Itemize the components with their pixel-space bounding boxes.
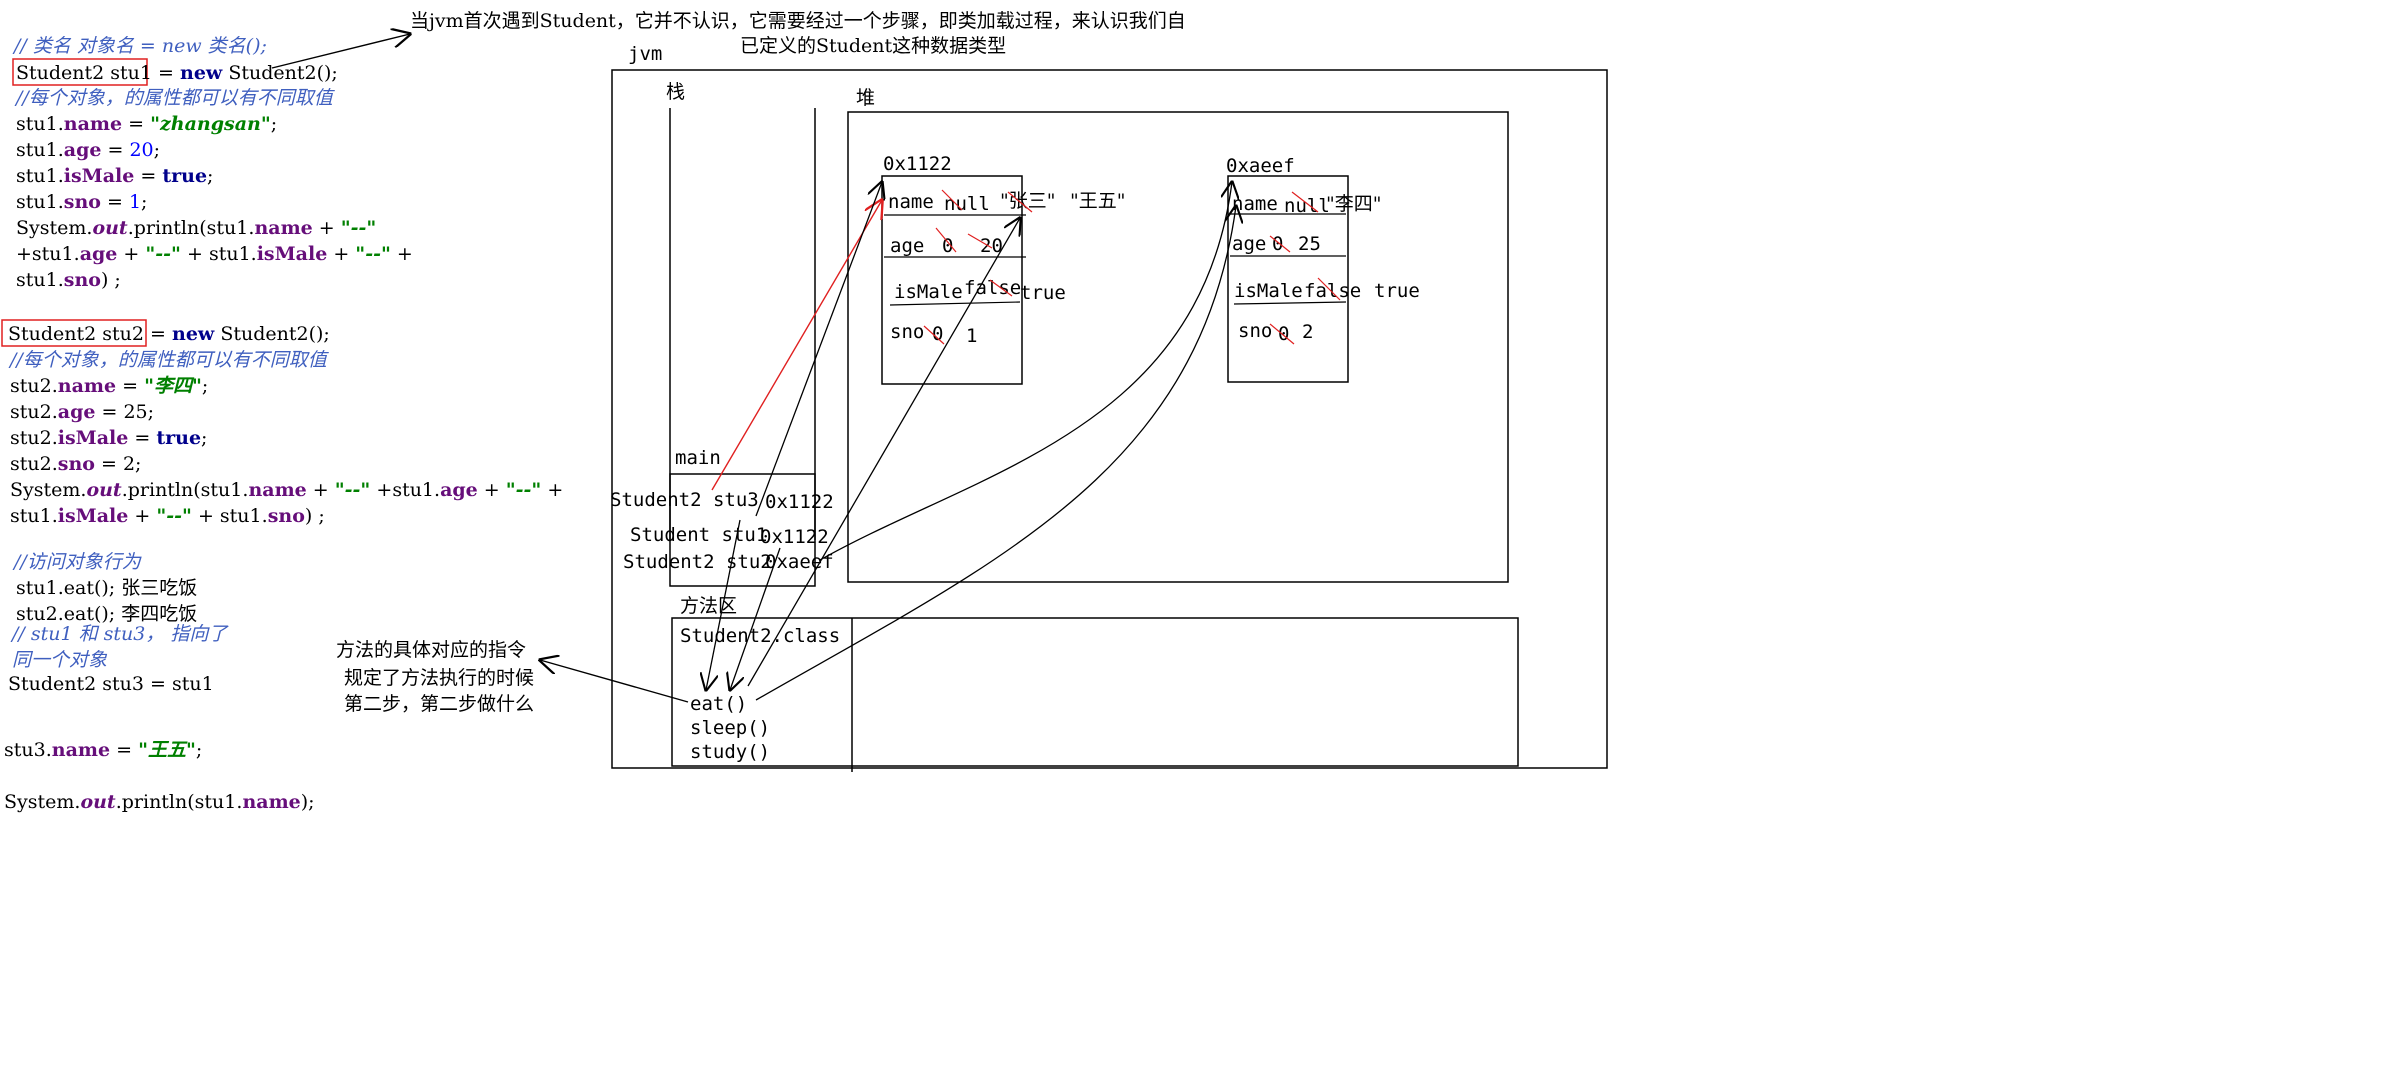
code-line-stu1-new: Student2 stu1 = new Student2(); — [16, 62, 338, 84]
stu3-ref-arrow — [711, 200, 882, 491]
obj1-sno-v0: 0 — [932, 323, 943, 345]
code-line-stu2-name: stu2.name = "李四"; — [10, 375, 208, 397]
code-line-stu1-age: stu1.age = 20; — [16, 139, 160, 161]
var-stu3-addr: 0x1122 — [765, 491, 834, 513]
method-sleep: sleep() — [690, 717, 770, 739]
code-panel: // 类名 对象名 = new 类名(); Student2 stu1 = ne… — [1, 35, 563, 813]
comment-same-object-1: // stu1 和 stu3， 指向了 — [10, 623, 229, 645]
comment-attrs-1: //每个对象，的属性都可以有不同取值 — [14, 87, 336, 109]
code-line-println-1b: +stu1.age + "--" + stu1.isMale + "--" + — [16, 243, 413, 265]
obj1-name-v2: "王五" — [1070, 190, 1125, 212]
main-stack-frame — [669, 473, 816, 587]
eat-to-obj2-arrow — [755, 206, 1236, 701]
obj1-field-name: name — [888, 191, 934, 213]
note-arrow — [271, 34, 410, 69]
method-note-2: 规定了方法执行的时候 — [344, 667, 534, 689]
obj2-sno-v1: 2 — [1302, 321, 1313, 343]
obj2-ismale-v1: true — [1374, 280, 1420, 302]
heap-label: 堆 — [856, 87, 875, 109]
obj2-age-v1: 25 — [1298, 233, 1321, 255]
obj2-field-age: age — [1232, 233, 1266, 255]
stack-to-eat-arrow-1 — [706, 519, 741, 690]
stu1-ref-arrow — [755, 182, 882, 517]
var-stu3: Student2 stu3 — [610, 489, 759, 511]
obj1-strikethroughs — [923, 189, 1033, 345]
code-line-stu1-eat: stu1.eat(); 张三吃饭 — [16, 577, 197, 599]
code-line-println-1a: System.out.println(stu1.name + "--" — [16, 217, 376, 239]
main-frame-label: main — [675, 447, 721, 469]
obj2-field-name: name — [1232, 193, 1278, 215]
method-area-label: 方法区 — [680, 595, 737, 617]
obj2-strikethroughs — [1269, 191, 1341, 345]
code-line-stu2-ismale: stu2.isMale = true; — [10, 427, 207, 449]
code-line-stu3-name: stu3.name = "王五"; — [4, 739, 202, 761]
comment-behavior: //访问对象行为 — [12, 551, 142, 573]
obj1-age-v0: 0 — [942, 235, 953, 257]
code-line-stu2-age: stu2.age = 25; — [10, 401, 154, 423]
code-line-println-2a: System.out.println(stu1.name + "--" +stu… — [10, 479, 563, 501]
heap-object-0x1122: 0x1122 name null "张三" "王五" age 0 20 isMa… — [881, 153, 1125, 385]
obj1-sno-v1: 1 — [966, 325, 977, 347]
obj1-name-v0: null — [944, 193, 990, 215]
method-eat: eat() — [690, 693, 747, 715]
code-line-stu2-sno: stu2.sno = 2; — [10, 453, 141, 475]
stu2-highlight-box — [1, 319, 147, 347]
obj1-ismale-v1: true — [1020, 282, 1066, 304]
obj1-field-sno: sno — [890, 321, 924, 343]
code-line-println-1c: stu1.sno) ; — [16, 269, 121, 291]
note-line-1: 当jvm首次遇到Student，它并不认识，它需要经过一个步骤，即类加载过程，来… — [410, 10, 1186, 32]
obj1-age-v1: 20 — [980, 235, 1003, 257]
method-note-3: 第二步，第二步做什么 — [344, 693, 534, 715]
obj1-ismale-v0: false — [964, 277, 1021, 299]
stack-area: 栈 main Student2 stu3 0x1122 Student stu1… — [610, 81, 834, 587]
obj1-name-v1: "张三" — [1000, 190, 1055, 212]
reference-arrows — [706, 182, 1236, 701]
jvm-box — [611, 69, 1608, 769]
code-line-stu1-ismale: stu1.isMale = true; — [16, 165, 213, 187]
heap-box — [847, 111, 1509, 583]
method-note-1: 方法的具体对应的指令 — [336, 639, 526, 661]
code-line-stu2-eat: stu2.eat(); 李四吃饭 — [16, 603, 197, 625]
obj2-name-v0: null — [1284, 195, 1330, 217]
jvm-label: jvm — [628, 43, 662, 65]
var-stu2: Student2 stu2 — [623, 551, 772, 573]
code-line-stu2-new: Student2 stu2 = new Student2(); — [8, 323, 330, 345]
code-line-stu1-name: stu1.name = "zhangsan"; — [16, 113, 277, 135]
obj2-field-sno: sno — [1238, 320, 1272, 342]
method-note-arrow — [540, 660, 689, 703]
var-stu1: Student stu1 — [630, 524, 767, 546]
obj2-sno-v0: 0 — [1278, 323, 1289, 345]
class-loading-note: 当jvm首次遇到Student，它并不认识，它需要经过一个步骤，即类加载过程，来… — [271, 10, 1186, 69]
method-area: 方法区 Student2.class eat() sleep() study() — [671, 595, 1519, 772]
heap-area: 堆 0x1122 name null "张三" "王五" age 0 20 is… — [847, 87, 1509, 583]
obj2-ismale-v0: false — [1304, 280, 1361, 302]
heap-object-0xaeef: 0xaeef name null "李四" age 0 25 isMale fa… — [1226, 155, 1420, 383]
note-line-2: 已定义的Student这种数据类型 — [740, 35, 1006, 57]
comment-attrs-2: //每个对象，的属性都可以有不同取值 — [8, 349, 330, 371]
code-line-stu1-sno: stu1.sno = 1; — [16, 191, 147, 213]
class-name: Student2.class — [680, 625, 840, 647]
eat-to-obj1-arrow — [747, 218, 1020, 687]
method-instruction-note: 方法的具体对应的指令 规定了方法执行的时候 第二步，第二步做什么 — [336, 639, 689, 715]
stu1-highlight-box — [12, 58, 148, 86]
obj1-field-ismale: isMale — [894, 281, 963, 303]
comment-syntax: // 类名 对象名 = new 类名(); — [12, 35, 267, 57]
method-area-box — [671, 617, 1519, 767]
object2-address: 0xaeef — [1226, 155, 1295, 177]
stu2-ref-arrow — [819, 182, 1232, 561]
var-stu1-addr: 0x1122 — [760, 526, 829, 548]
code-line-println-3: System.out.println(stu1.name); — [4, 791, 315, 813]
object1-address: 0x1122 — [883, 153, 952, 175]
obj2-name-v1: "李四" — [1326, 193, 1381, 215]
method-study: study() — [690, 741, 770, 763]
obj1-field-age: age — [890, 235, 924, 257]
obj2-field-ismale: isMale — [1234, 280, 1303, 302]
obj2-age-v0: 0 — [1272, 233, 1283, 255]
stack-to-eat-arrow-2 — [730, 547, 781, 690]
code-line-println-2b: stu1.isMale + "--" + stu1.sno) ; — [10, 505, 325, 527]
code-line-stu3-assign: Student2 stu3 = stu1 — [8, 673, 214, 695]
comment-same-object-2: 同一个对象 — [12, 649, 108, 671]
stack-label: 栈 — [666, 81, 685, 103]
